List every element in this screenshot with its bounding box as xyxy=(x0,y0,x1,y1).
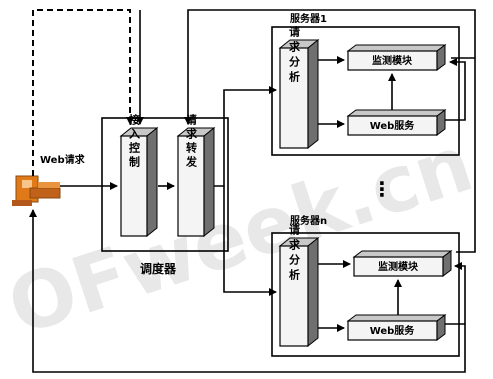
monitor-n-label: 监测模块 xyxy=(378,260,419,273)
access-control-box: 接入控制 xyxy=(121,113,157,236)
request-analysis-n-box: 请求分析 xyxy=(280,223,318,346)
web-service-1-label: Web服务 xyxy=(370,119,416,132)
web-service-n-label: Web服务 xyxy=(370,324,416,337)
web-request-label: Web请求 xyxy=(40,153,86,166)
client-computer-icon xyxy=(12,176,60,206)
request-forward-label: 请求转发 xyxy=(185,113,199,170)
request-analysis-n-label: 请求分析 xyxy=(288,223,301,284)
request-forward-box: 请求转发 xyxy=(178,113,214,236)
scheduler-label: 调度器 xyxy=(140,261,177,276)
ellipsis: ⋮ xyxy=(372,177,392,201)
server-1-label: 服务器1 xyxy=(290,12,327,25)
request-analysis-1-box: 请求分析 xyxy=(280,25,318,148)
web-n-feedback-arrow xyxy=(445,266,465,324)
request-analysis-1-label: 请求分析 xyxy=(288,25,301,86)
forward-to-server-1-arrow xyxy=(214,90,276,186)
web-1-feedback-arrow xyxy=(445,62,465,120)
web-service-1-box: Web服务 xyxy=(348,110,445,135)
web-service-n-box: Web服务 xyxy=(348,315,445,340)
monitor-n-box: 监测模块 xyxy=(354,251,451,276)
monitor-1-label: 监测模块 xyxy=(372,54,413,67)
client-to-access-dashed-arrow xyxy=(33,10,130,176)
monitor-1-box: 监测模块 xyxy=(348,45,445,70)
